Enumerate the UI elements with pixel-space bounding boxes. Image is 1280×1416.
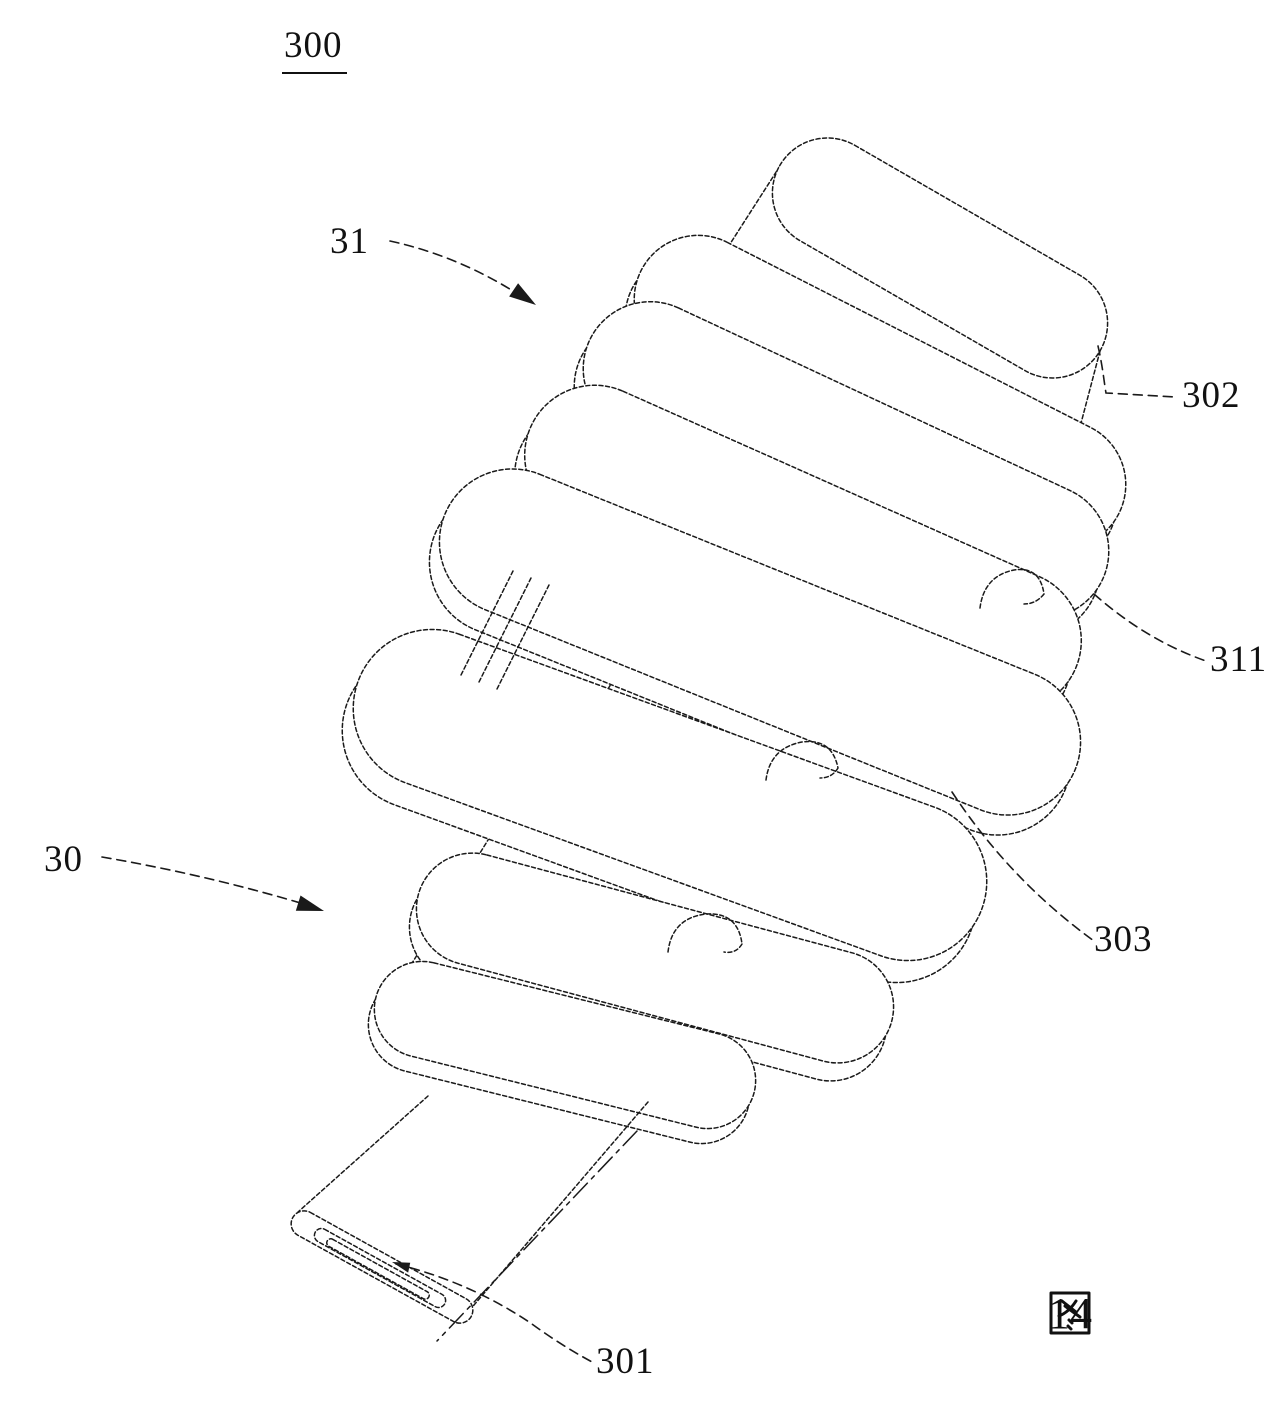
ref-label-30: 30 [44,838,83,881]
ref-label-assembly-300: 300 [282,24,347,74]
leader-302 [1098,346,1176,397]
ref-label-311: 311 [1210,638,1267,681]
cone-body-fill [296,1092,654,1318]
leader-31 [390,241,527,300]
ref-label-text: 300 [282,24,347,74]
ref-label-302: 302 [1182,374,1241,417]
cjk-tu-glyph [1048,1288,1092,1338]
arrowhead-30 [296,895,326,918]
figure-caption: 14 图 14 [1048,1288,1092,1339]
leader-311 [1094,594,1206,661]
ref-label-301: 301 [596,1340,655,1383]
leader-30 [102,857,317,908]
ref-label-31: 31 [330,220,369,263]
arrowhead-31 [509,283,540,311]
ref-label-303: 303 [1094,918,1153,961]
